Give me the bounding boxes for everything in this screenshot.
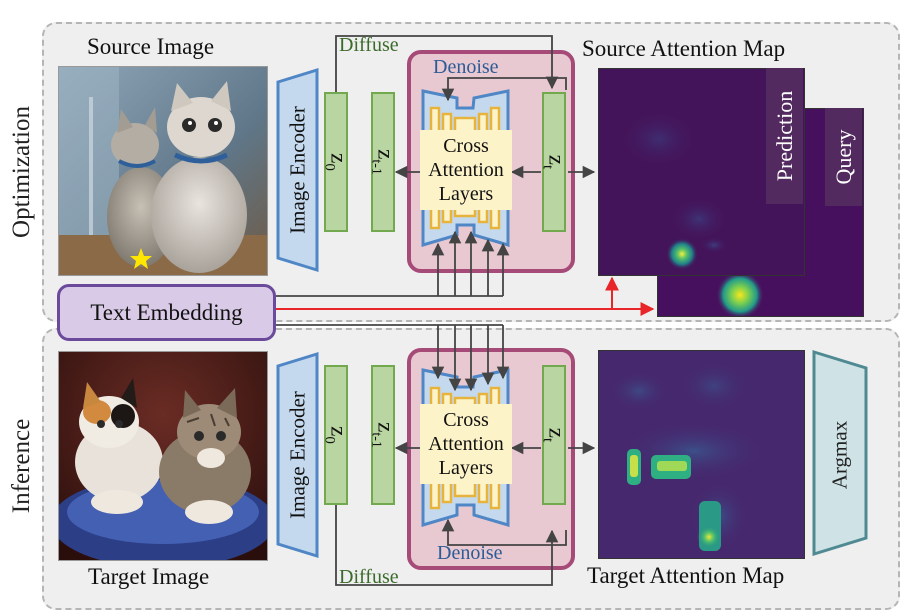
source-attention-map-caption: Source Attention Map — [582, 36, 786, 61]
diffuse-label-bottom: Diffuse — [339, 566, 399, 588]
image-encoder-label-top: Image Encoder — [285, 106, 310, 234]
latent-zt1-bottom — [371, 365, 395, 505]
z0-label-bottom: z0 — [321, 426, 352, 444]
zt-label-bottom: zt — [539, 427, 570, 443]
target-image-caption: Target Image — [88, 564, 210, 589]
query-tab: Query — [825, 108, 862, 206]
query-point-blob — [716, 271, 764, 316]
image-encoder-label-bottom: Image Encoder — [285, 391, 310, 519]
diffuse-label-top: Diffuse — [339, 34, 399, 56]
text-embedding-box: Text Embedding — [57, 284, 276, 341]
latent-zt1-top — [371, 92, 395, 232]
latent-zt-top — [542, 92, 566, 232]
latent-z0-top — [324, 92, 348, 232]
denoise-label-top: Denoise — [433, 56, 499, 78]
latent-z0-bottom — [324, 365, 348, 505]
latent-zt-bottom — [542, 365, 566, 505]
image-encoder-top — [276, 67, 319, 273]
prediction-point-blob — [666, 238, 698, 270]
denoise-label-bottom: Denoise — [437, 542, 503, 564]
zt1-label-bottom: zt-1 — [368, 422, 399, 448]
cross-attention-text-bottom: Cross Attention Layers — [420, 404, 512, 484]
zt1-label-top: zt-1 — [368, 149, 399, 175]
zt-label-top: zt — [539, 154, 570, 170]
target-attention-map — [598, 350, 805, 559]
prediction-tab: Prediction — [766, 68, 803, 204]
argmax-block — [812, 350, 868, 556]
image-encoder-bottom — [276, 351, 319, 559]
cross-attention-text-top: Cross Attention Layers — [420, 130, 512, 210]
source-image — [58, 66, 268, 276]
source-image-caption: Source Image — [87, 34, 215, 59]
target-attention-map-caption: Target Attention Map — [587, 563, 785, 588]
target-image — [58, 351, 268, 561]
z0-label-top: z0 — [321, 153, 352, 171]
